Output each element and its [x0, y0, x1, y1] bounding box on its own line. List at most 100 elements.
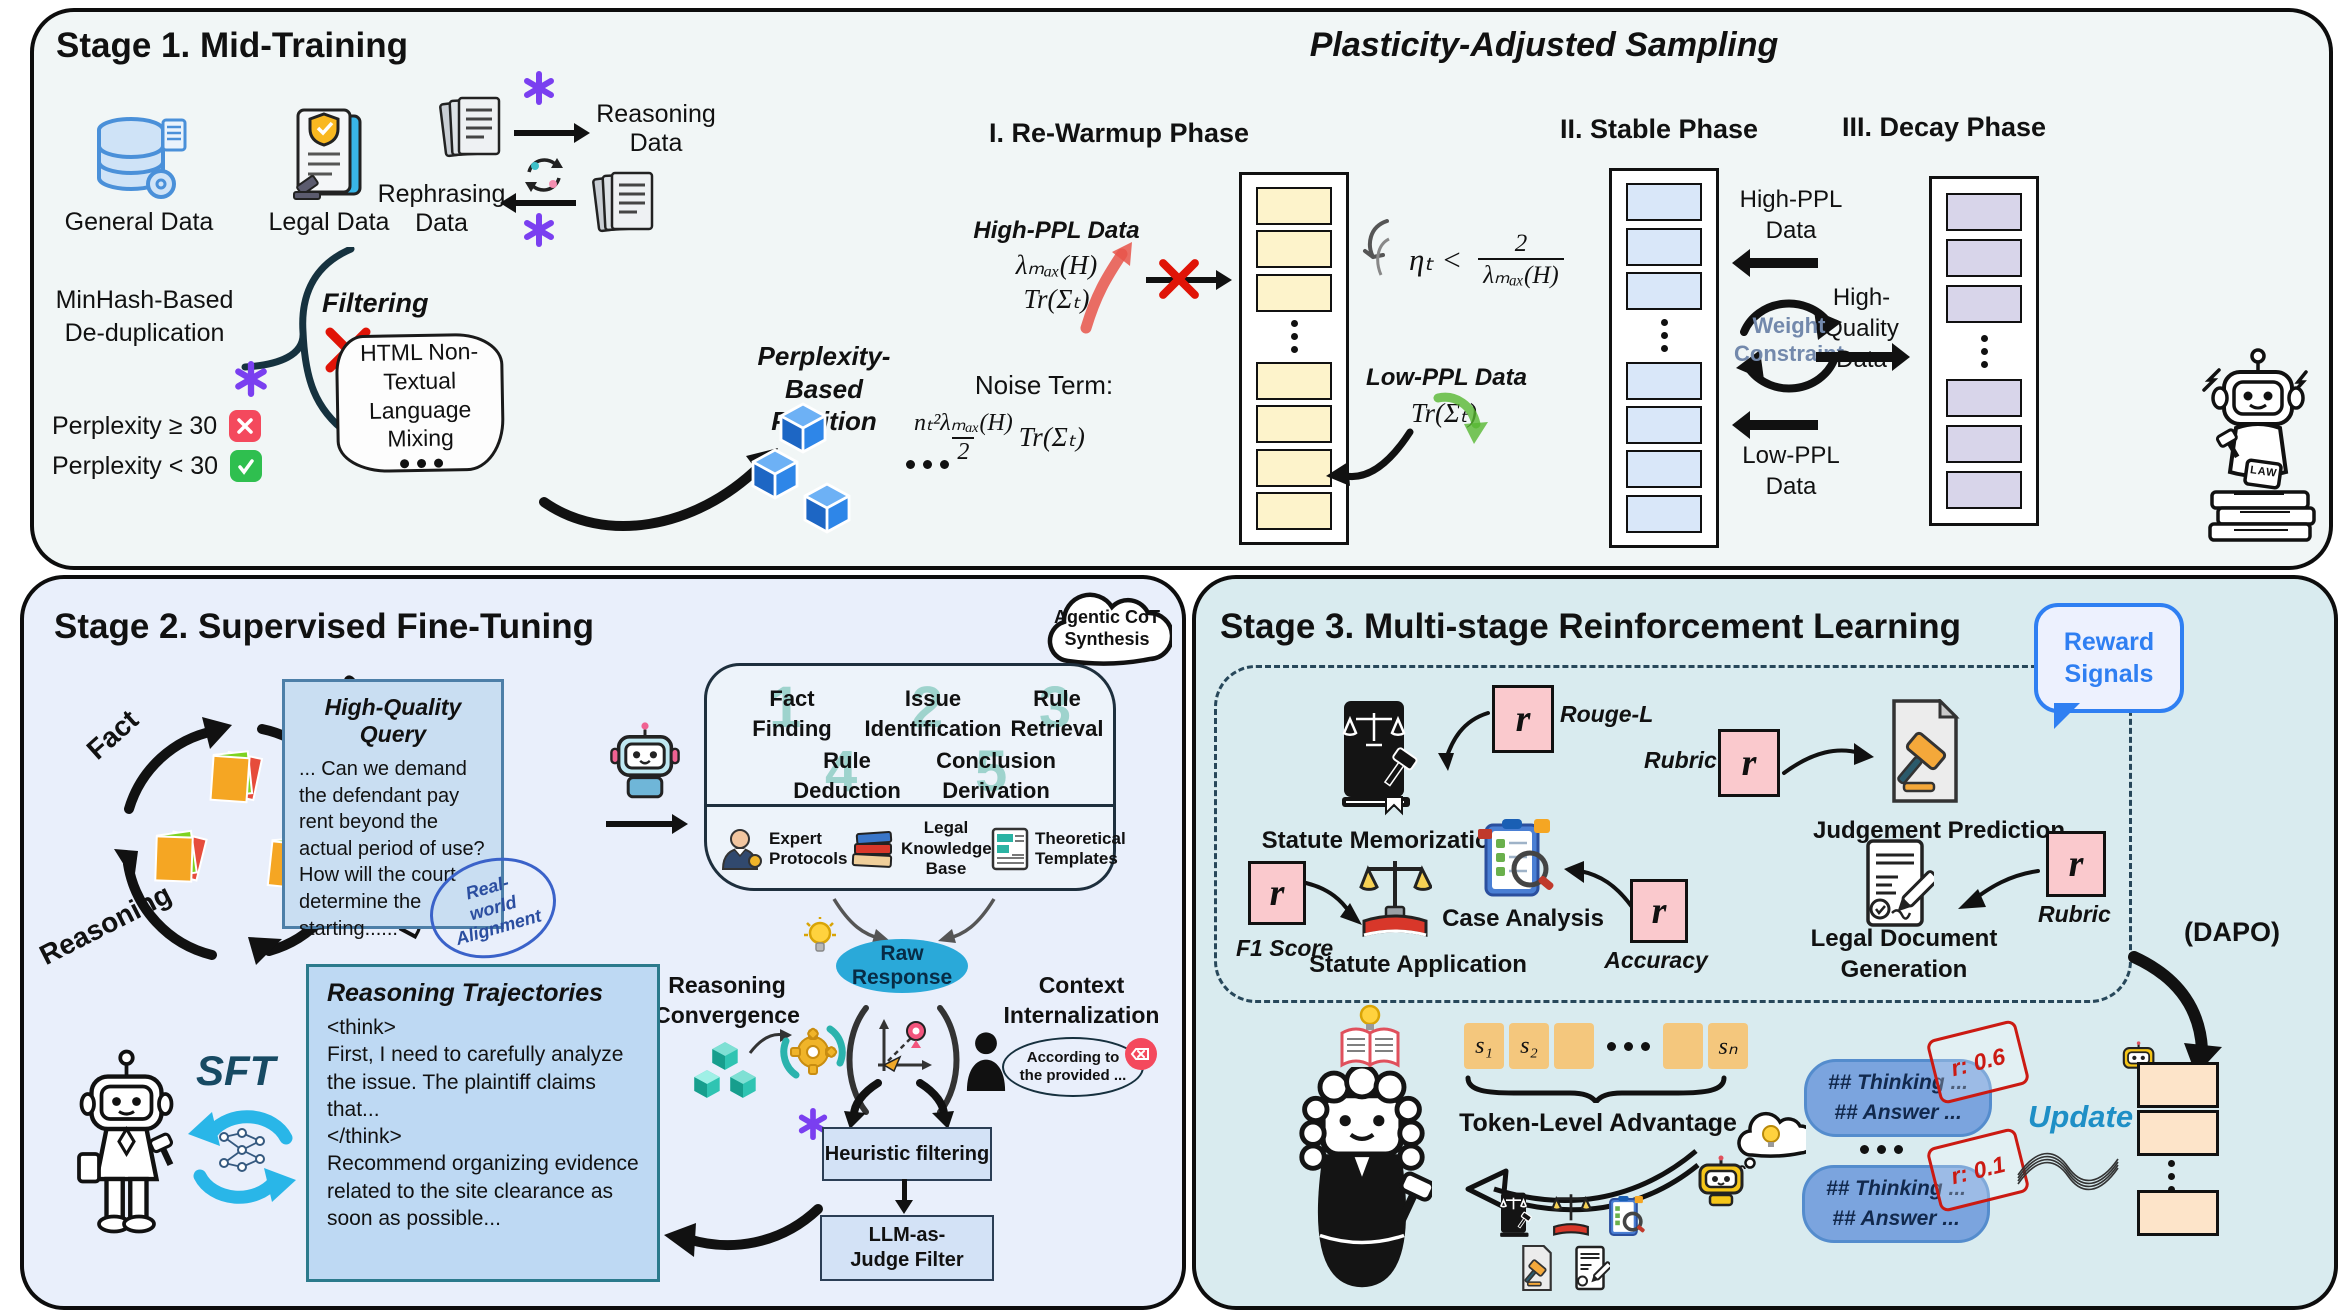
heuristic-label: Heuristic filtering [824, 1142, 990, 1165]
update-wave-icon [2017, 1152, 2119, 1191]
weight-cycle-arrows [1736, 299, 1842, 393]
reject-icon [229, 410, 262, 442]
token-ellipsis [1599, 1041, 1658, 1051]
query-title: High-Quality Query [324, 694, 462, 747]
cubes-ellipsis [906, 460, 949, 469]
eta-inequality: ηₜ < 2 λₘₐₓ(H) [1409, 230, 1564, 290]
perplexity-high-label: Perplexity ≥ 30 [52, 411, 218, 440]
database-icon [97, 117, 187, 199]
rollout-ellipsis [1860, 1145, 1903, 1154]
cot-step-2: 2 Issue Identification [864, 675, 1002, 741]
to-rephrasing-arrow [500, 193, 576, 213]
statute-memorization-icon [1342, 701, 1418, 816]
stage1-title: Stage 1. Mid-Training [56, 26, 408, 65]
axis-target-icon [878, 1019, 932, 1073]
reward-bubble-tail [2054, 703, 2080, 729]
expert-icon [721, 829, 762, 870]
updated-data-box [2137, 1110, 2219, 1156]
cot-resources-row: Expert Protocols Legal Knowledge Base Th… [715, 812, 1126, 886]
accuracy-arrow [1564, 861, 1634, 909]
stage1-panel: Stage 1. Mid-Training Plasticity-Adjuste… [30, 8, 2333, 570]
documents-stack2-icon [592, 171, 654, 233]
stage2-panel: Stage 2. Supervised Fine-Tuning Fact Sta… [20, 575, 1186, 1310]
legal-doc-mini-icon [1575, 1245, 1610, 1291]
phase1-highppl-label: High-PPL Data [973, 217, 1140, 244]
query-arrow [606, 814, 688, 834]
left-down-arrow [844, 1079, 882, 1129]
cot-step-5: 5 Conclusion Derivation [936, 739, 1056, 804]
task-icons-row2 [1518, 1245, 1610, 1291]
sampling-title: Plasticity-Adjusted Sampling [1309, 26, 1779, 64]
swoosh-arrow [539, 448, 778, 531]
rephrase-cycle-icon [525, 158, 563, 192]
sft-robot [77, 1049, 174, 1234]
rouge-arrow [1438, 711, 1490, 771]
accuracy-label: Accuracy [1604, 947, 1708, 973]
phase3-title: III. Decay Phase [1841, 112, 2047, 142]
reasoning-data-label: Reasoning Data [596, 100, 716, 157]
context-internalization-label: Context Internalization [1003, 972, 1160, 1028]
alignment-label: Real-world Alignment [453, 872, 544, 950]
return-arrow [1326, 428, 1414, 486]
eta-lhs: ηₜ < [1409, 242, 1463, 277]
book-bulb-icon [1340, 1004, 1400, 1068]
high-quality-arrow [1816, 343, 1910, 371]
reward-signals-label: Reward Signals [2063, 627, 2155, 689]
books-icon [851, 830, 893, 868]
phase1-title: I. Re-Warmup Phase [988, 118, 1250, 148]
yellow-robot-icon [1698, 1155, 1744, 1207]
legal-doc-label: Legal Document Generation [1810, 925, 1998, 984]
rubric2-arrow [1958, 869, 2040, 909]
filtered-note: HTML Non-Textual Language Mixing [334, 332, 506, 474]
phase1-lambda: λₘₐₓ(H) [1015, 250, 1098, 280]
rising-red-arrow [1080, 242, 1132, 334]
noise-term-formula: nₜ²λₘₐₓ(H) 2 Tr(Σₜ) [914, 408, 1085, 466]
token-brace [1465, 1075, 1727, 1103]
legal-doc-icon [1866, 839, 1934, 927]
stable-data-column [1609, 168, 1719, 548]
phase2-title: II. Stable Phase [1559, 114, 1759, 144]
reward-tasks-box [1214, 665, 2132, 1003]
judgement-prediction-label: Judgement Prediction [1812, 817, 2066, 844]
reward-stamp-2: r: 0.1 [1925, 1126, 2031, 1214]
green-check-arrow [1433, 392, 1488, 444]
statute-memorization-label: Statute Memorization [1261, 827, 1505, 854]
minhash-label: MinHash-Based De-duplication [55, 286, 234, 347]
updated-data-box [2137, 1062, 2219, 1108]
rubric2-label: Rubric [2038, 901, 2111, 927]
judge-character [1299, 1067, 1432, 1288]
case-analysis-label: Case Analysis [1442, 905, 1604, 932]
noise-term-label: Noise Term: [974, 370, 1114, 400]
legal-data-label: Legal Data [268, 208, 390, 236]
expert-label: Expert Protocols [769, 828, 848, 868]
reward-stamp-1: r: 0.6 [1925, 1018, 2031, 1106]
to-trajectories-arrow [664, 1204, 823, 1257]
case-analysis-icon [1478, 819, 1554, 897]
template-icon [991, 827, 1029, 871]
documents-stack-icon [439, 96, 501, 158]
filtering-label: Filtering [322, 288, 429, 318]
phase2-highppl-label: High-PPL Data [1739, 186, 1843, 245]
llm-logo-icon [235, 361, 267, 397]
law-robot: LAW [2194, 342, 2324, 557]
high-quality-label: High-Quality Data [1824, 284, 1899, 373]
accept-icon [230, 450, 263, 482]
llm-judge-box: LLM-as-Judge Filter [820, 1215, 994, 1281]
llm-logo-icon [524, 71, 554, 105]
stage3-panel: Stage 3. Multi-stage Reinforcement Learn… [1192, 575, 2338, 1310]
phase1-lowppl-label: Low-PPL Data [1366, 364, 1527, 391]
f1-label: F1 Score [1236, 935, 1334, 961]
highppl-in-arrow [1732, 249, 1818, 277]
token-blank [1554, 1023, 1594, 1069]
right-down-arrow [916, 1079, 954, 1129]
partition-cubes-icon [749, 402, 899, 547]
trajectories-body: <think> First, I need to carefully analy… [327, 1016, 639, 1231]
update-label: Update [2028, 1099, 2134, 1134]
neural-net-icon [219, 1128, 265, 1172]
templates-item: Theoretical Templates [991, 827, 1127, 871]
agentic-cloud-label: Agentic CoT Synthesis [1054, 607, 1160, 649]
token-sn: sₙ [1708, 1023, 1748, 1069]
noise-fraction: nₜ²λₘₐₓ(H) 2 [914, 410, 1013, 465]
token-s2: s₂ [1509, 1023, 1549, 1069]
